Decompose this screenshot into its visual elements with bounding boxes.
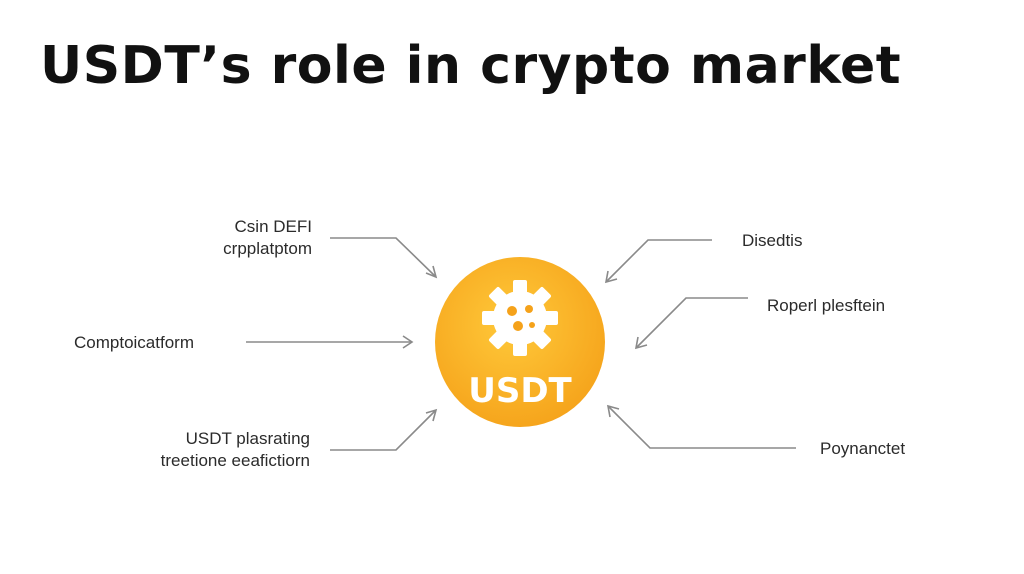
arrow-left-2 [246,335,414,349]
left-node-1-label: Csin DEFI crpplatptom [223,216,312,260]
arrow-left-1 [330,237,438,279]
left-node-2-line-1: Comptoicatform [74,333,194,352]
gear-icon [482,280,558,356]
right-node-2-line-1: Roperl plesftein [767,296,886,315]
arrow-right-2 [634,297,748,350]
left-node-3-line-1: USDT plasrating [185,429,310,448]
left-node-1-line-1: Csin DEFI [234,217,312,236]
right-node-3-line-1: Poynanctet [820,439,906,458]
usdt-hub-label: USDT [468,371,572,411]
left-node-2-label: Comptoicatform [74,332,194,354]
right-node-2-label: Roperl plesftein [767,295,885,317]
right-node-3-label: Poynanctet [820,438,905,460]
left-node-3-label: USDT plasrating treetione eeafictiorn [161,428,310,472]
arrow-right-1 [604,239,712,284]
page-title: USDT’s role in crypto market [40,36,902,96]
arrow-right-3 [606,404,796,449]
arrow-left-3 [330,408,438,451]
left-node-1-line-2: crpplatptom [223,239,312,258]
usdt-hub: USDT [435,257,605,427]
right-node-1-label: Disedtis [742,230,802,252]
right-node-1-line-1: Disedtis [742,231,803,250]
left-node-3-line-2: treetione eeafictiorn [160,451,310,470]
